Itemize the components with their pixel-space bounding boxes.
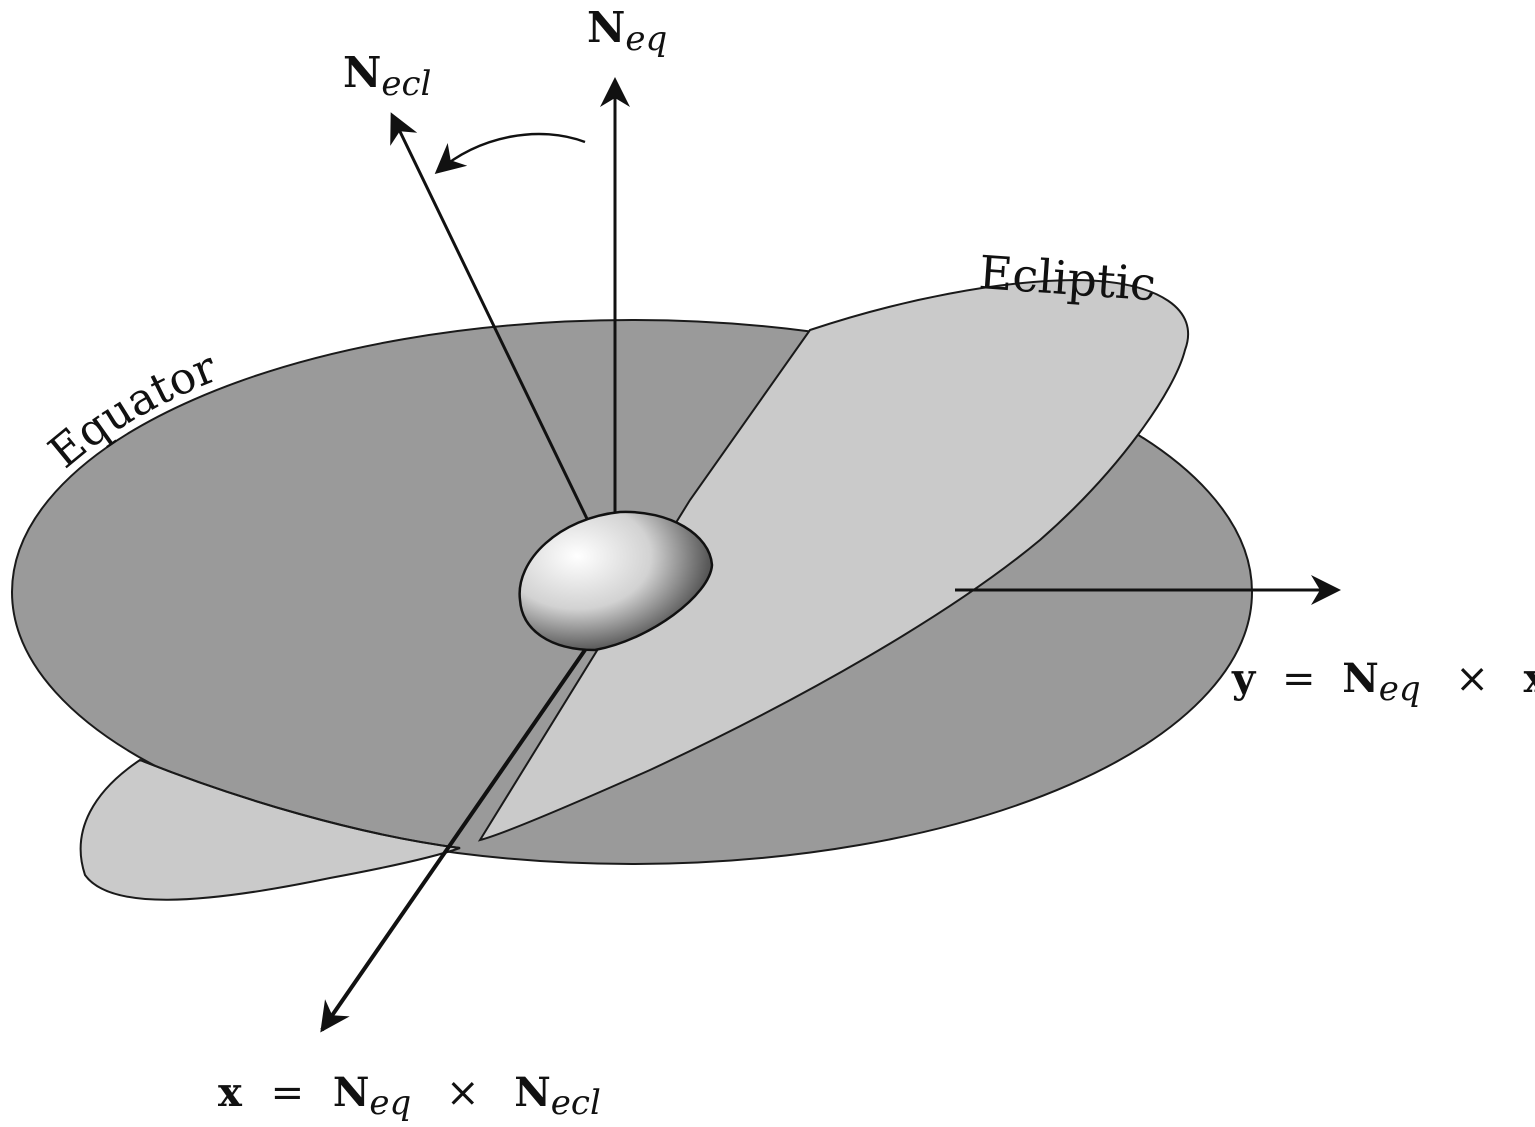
y-axis-label-sub: eq <box>1379 669 1421 709</box>
y-axis-label-var: y <box>1231 655 1257 702</box>
n-eq-label-sub: eq <box>625 19 667 59</box>
n-ecl-label-base: N <box>343 48 381 97</box>
x-axis-label-eq: = <box>271 1070 305 1116</box>
x-axis-label-base2: N <box>514 1069 551 1116</box>
y-axis-label-eq: = <box>1282 656 1316 702</box>
x-axis-label-sub2: ecl <box>551 1083 601 1123</box>
n-ecl-label: Necl <box>343 48 431 104</box>
equator-outline-front <box>139 759 461 849</box>
y-axis-label-base: N <box>1342 655 1379 702</box>
n-eq-label: Neq <box>587 3 667 59</box>
n-ecl-axis <box>390 112 592 526</box>
x-axis-label-base1: N <box>333 1069 370 1116</box>
y-axis-label: y = Neq × x <box>1231 655 1535 710</box>
n-ecl-label-sub: ecl <box>381 64 431 104</box>
curved-arrow-icon <box>434 132 586 174</box>
y-axis-label-times: × <box>1455 656 1489 702</box>
y-axis-label-var2: x <box>1524 655 1535 702</box>
x-axis <box>320 648 587 1033</box>
ecliptic-plane-upper <box>477 278 1190 842</box>
n-eq-label-base: N <box>587 3 625 52</box>
x-axis-label-var: x <box>218 1069 243 1116</box>
x-axis-label-times: × <box>446 1070 480 1116</box>
x-axis-label: x = Neq × Necl <box>218 1069 601 1124</box>
ecliptic-label: Ecliptic <box>977 245 1158 311</box>
earth-spheroid-icon <box>518 510 714 652</box>
x-axis-label-sub1: eq <box>369 1083 411 1123</box>
